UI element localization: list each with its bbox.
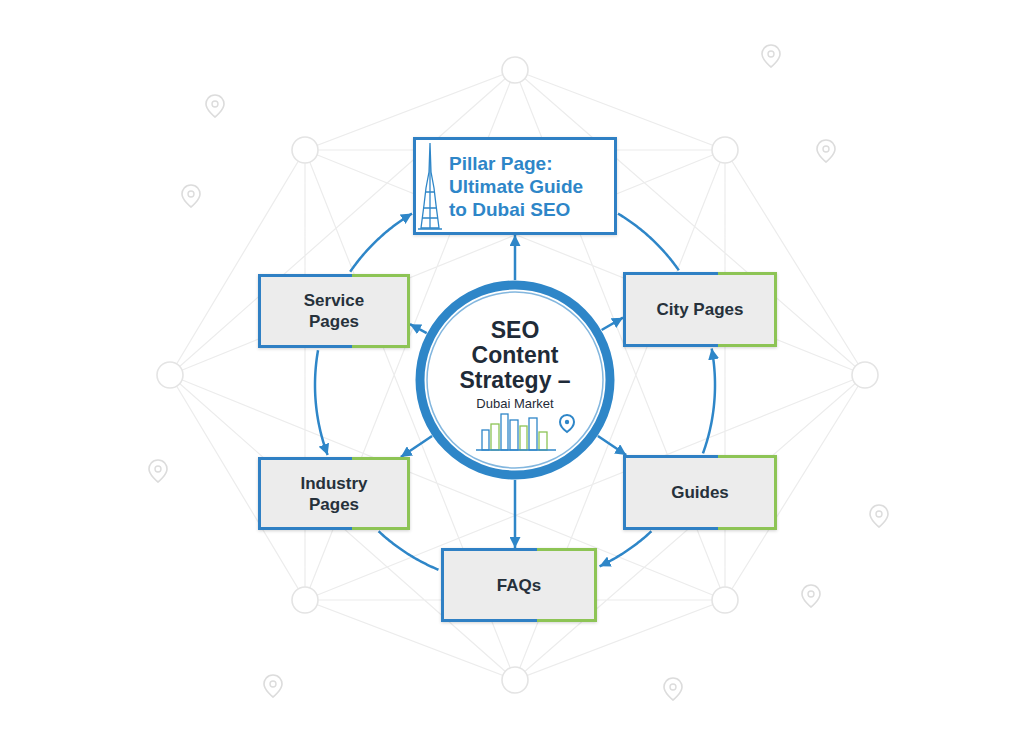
connector-arrow: [410, 324, 427, 333]
network-dot: [712, 587, 738, 613]
pillar-box: Pillar Page: Ultimate Guide to Dubai SEO: [413, 137, 617, 235]
page-box: City Pages: [623, 272, 777, 347]
building: [510, 420, 518, 450]
node-text: Industry Pages: [284, 473, 384, 515]
connector-arrow: [379, 531, 439, 570]
building: [491, 424, 499, 450]
pin-dot: [565, 420, 569, 424]
map-pin: [149, 460, 167, 482]
connector-arrow: [598, 436, 626, 455]
page-box: Service Pages: [258, 274, 410, 348]
pin-shape: [560, 415, 574, 432]
network-dot: [852, 362, 878, 388]
network-dot: [502, 667, 528, 693]
network-dot: [292, 587, 318, 613]
hub-ring: [420, 285, 610, 475]
building: [539, 432, 547, 450]
building: [501, 414, 508, 450]
connector-arrow: [514, 480, 517, 548]
page-box: Industry Pages: [258, 457, 410, 530]
node-text: Service Pages: [284, 290, 384, 332]
building: [529, 418, 537, 450]
node-text: SEO Content Strategy –: [451, 318, 579, 393]
building: [482, 430, 489, 450]
page-box: FAQs: [441, 548, 597, 622]
page-box: Guides: [623, 455, 777, 530]
node-text: Guides: [671, 482, 729, 503]
connector-arrow: [703, 349, 715, 454]
network-lines: [170, 70, 865, 680]
map-pin: [182, 185, 200, 207]
network-dot: [157, 362, 183, 388]
map-pin: [664, 678, 682, 700]
node-text: FAQs: [497, 575, 541, 596]
location-pin: [560, 415, 574, 432]
connector-arrow: [401, 436, 432, 457]
tower-lines: [418, 160, 442, 229]
network-dot: [292, 137, 318, 163]
connector-arrow: [618, 214, 679, 271]
tower-outline: [421, 143, 439, 228]
skyline-icon: [476, 414, 556, 450]
connector-arrow: [315, 350, 328, 455]
connector-arrow: [350, 214, 412, 272]
hub-inner-ring: [427, 292, 603, 468]
burj-khalifa-icon: [418, 143, 442, 229]
hub-circle: SEO Content Strategy – Dubai Market: [415, 280, 615, 480]
map-pin: [762, 45, 780, 67]
connector-arrow: [514, 235, 517, 280]
connector-arrow: [602, 318, 623, 330]
map-pin: [817, 140, 835, 162]
connector-arrow: [600, 531, 652, 566]
map-pin: [802, 585, 820, 607]
map-pin: [870, 505, 888, 527]
network-dot: [712, 137, 738, 163]
map-pin: [264, 675, 282, 697]
node-text: City Pages: [657, 299, 744, 320]
network-dot: [502, 57, 528, 83]
node-text: Dubai Market: [476, 395, 553, 412]
skyline-base: [476, 449, 556, 450]
node-text: Pillar Page: Ultimate Guide to Dubai SEO: [449, 152, 601, 221]
building: [520, 426, 527, 450]
map-pin: [206, 95, 224, 117]
